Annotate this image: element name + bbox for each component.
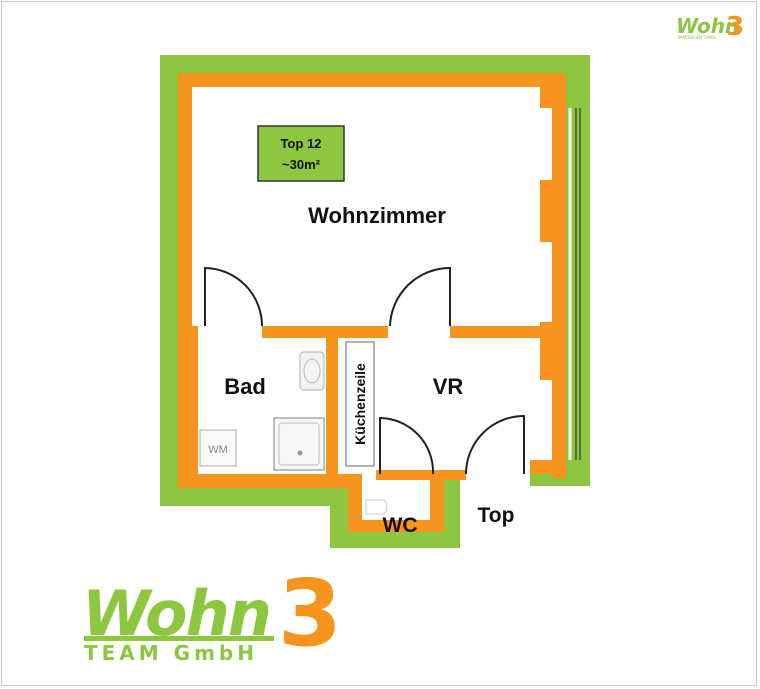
- washing-machine: WM: [199, 429, 237, 467]
- logo-large-number: 3: [278, 560, 342, 667]
- room-label-wohnzimmer: Wohnzimmer: [308, 203, 446, 228]
- logo-small-word: Wohn: [676, 14, 739, 38]
- room-label-top: Top: [478, 504, 515, 527]
- apartment-badge: Top 12 ~30m²: [257, 125, 345, 182]
- room-label-kuechenzeile: Küchenzeile: [352, 363, 368, 445]
- door-bad: [204, 266, 263, 327]
- badge-line-1: Top 12: [281, 136, 322, 151]
- room-label-vr: VR: [433, 374, 464, 399]
- logo-large: Wohn 3 TEAM GmbH: [82, 560, 342, 667]
- logo-small-subline: IMMOBILIEN GMBH: [678, 35, 716, 40]
- inner-wall: [178, 73, 566, 532]
- window-right: [566, 108, 590, 460]
- door-entrance: [465, 414, 525, 475]
- sink-fixture: [299, 351, 325, 391]
- door-wohnzimmer: [389, 266, 451, 327]
- logo-large-subline: TEAM GmbH: [84, 641, 258, 665]
- toilet-fixture: [365, 499, 388, 515]
- room-label-wc: WC: [383, 514, 418, 537]
- room-label-bad: Bad: [224, 374, 266, 399]
- logo-small-number: 3: [726, 12, 744, 42]
- shower-tray: [273, 417, 325, 471]
- badge-line-2: ~30m²: [282, 157, 321, 172]
- kitchen-counter: [345, 341, 375, 467]
- logo-small: Wohn 3 IMMOBILIEN GMBH: [676, 12, 744, 42]
- washing-machine-label: WM: [208, 444, 228, 456]
- partition-walls: [192, 326, 546, 480]
- door-wc: [379, 416, 435, 475]
